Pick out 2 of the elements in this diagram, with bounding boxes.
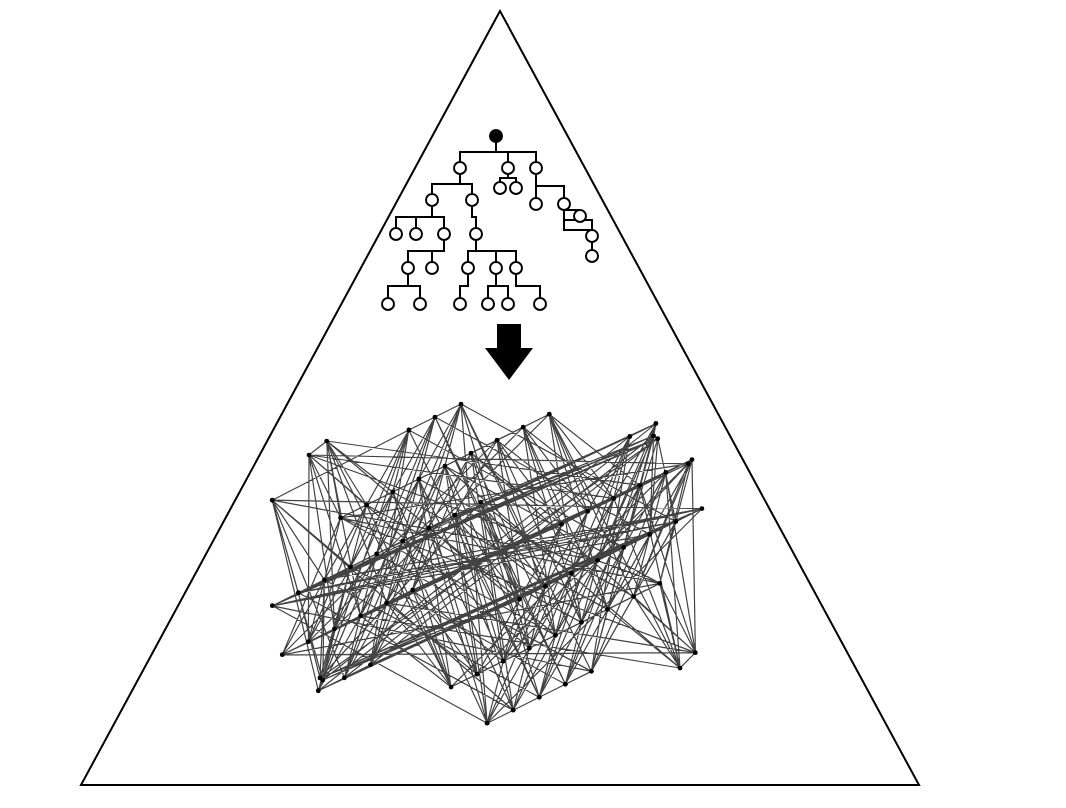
triangle-outline (80, 10, 920, 786)
arrow (485, 324, 533, 380)
